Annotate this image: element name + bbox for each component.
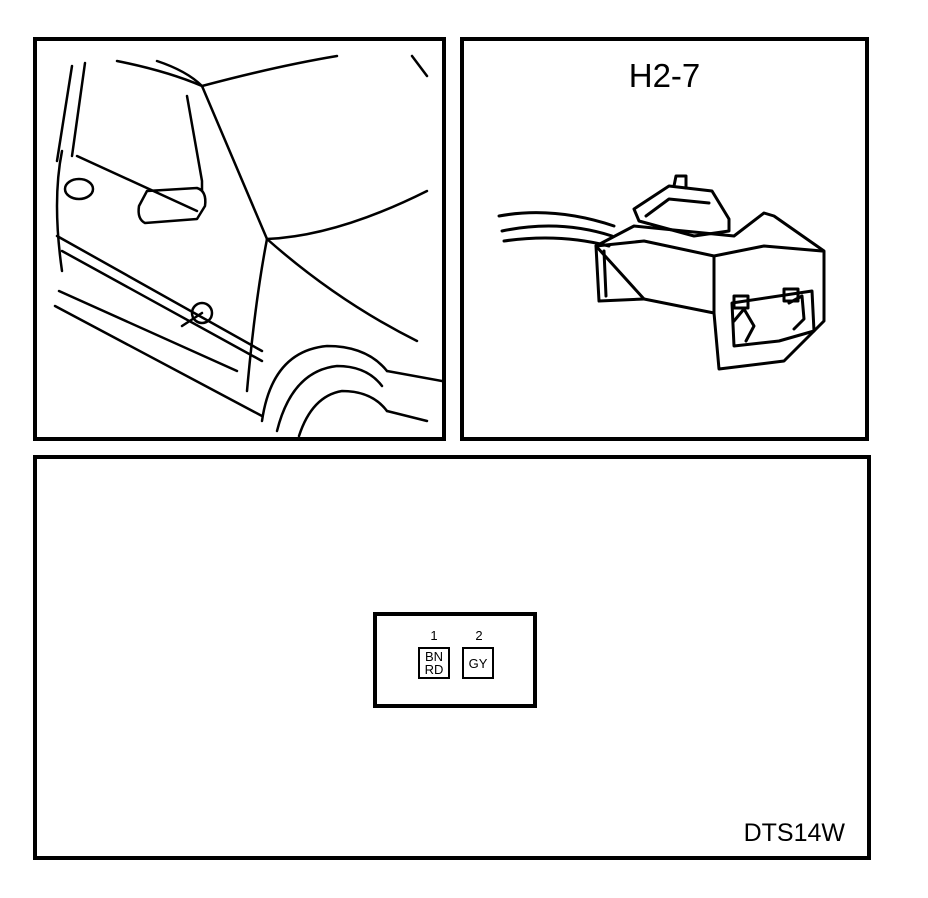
vehicle-front-door-illustration <box>53 54 442 437</box>
connector-view-panel: H2-7 <box>460 37 869 441</box>
pin-1-cavity: BN RD <box>418 647 450 679</box>
pin-1-wire-stripe: RD <box>424 662 444 677</box>
connector-face: 1 2 BN RD GY <box>373 612 537 708</box>
pin-2-wire-color: GY <box>468 655 488 671</box>
connector-id-label: H2-7 <box>628 57 701 94</box>
pinout-panel: 1 2 BN RD GY DTS14W <box>33 455 871 860</box>
connector-housing-illustration <box>497 174 826 371</box>
pin-number-2: 2 <box>475 628 483 643</box>
pin-1-wire-color: BN <box>424 649 444 664</box>
pin-number-1: 1 <box>430 628 438 643</box>
vehicle-location-panel <box>33 37 446 441</box>
document-code: DTS14W <box>743 819 845 847</box>
pin-2-cavity: GY <box>462 647 494 679</box>
